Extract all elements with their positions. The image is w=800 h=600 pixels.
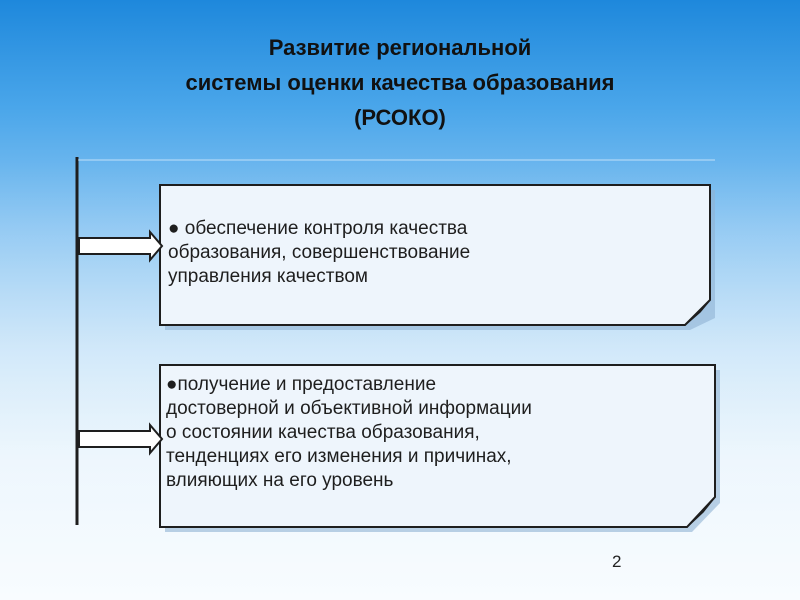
card-1-folded-corner xyxy=(684,299,711,326)
card-2-line-3: о состоянии качества образования, xyxy=(166,422,480,443)
card-2-line-2: достоверной и объективной информации xyxy=(166,398,532,419)
card-1-text: ● обеспечение контроля качества образова… xyxy=(168,217,470,289)
arrow-2-icon xyxy=(78,422,164,456)
card-2-folded-corner xyxy=(686,496,716,528)
card-1-line-3: управления качеством xyxy=(168,266,368,287)
page-title: Развитие региональной системы оценки кач… xyxy=(40,30,760,135)
title-line-1: Развитие региональной xyxy=(268,35,532,60)
card-1-line-1: ● обеспечение контроля качества xyxy=(168,218,468,239)
page-number: 2 xyxy=(612,552,622,571)
title-line-2: системы оценки качества образования xyxy=(185,70,615,95)
card-2-line-1: ●получение и предоставление xyxy=(166,374,437,395)
title-line-3: (РСОКО) xyxy=(354,105,446,130)
card-2-line-5: влияющих на его уровень xyxy=(166,470,394,491)
card-2-line-4: тенденциях его изменения и причинах, xyxy=(166,446,512,467)
card-1-line-2: образования, совершенствование xyxy=(168,242,471,263)
card-2-text: ●получение и предоставление достоверной … xyxy=(166,373,532,493)
arrow-1-icon xyxy=(78,229,164,263)
